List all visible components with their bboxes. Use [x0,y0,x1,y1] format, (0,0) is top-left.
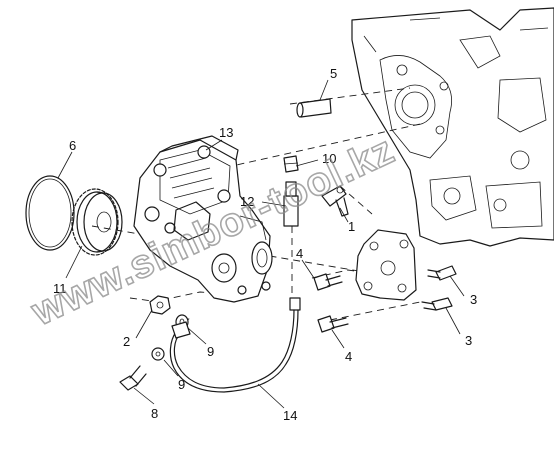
callout-numbers: 1 2 3 3 4 4 5 6 8 9 9 10 11 12 13 14 [53,66,477,423]
bolts [119,265,457,391]
leader-lines [57,79,465,409]
callout-3-lower: 3 [465,333,472,348]
callout-3-upper: 3 [470,292,477,307]
callout-2: 2 [123,334,130,349]
gasket-plate [355,229,417,301]
nut [149,295,171,315]
callout-9-upper: 9 [207,344,214,359]
callout-9-lower: 9 [178,377,185,392]
callout-12: 12 [240,194,254,209]
dowel-pin [296,98,332,118]
callout-10: 10 [322,151,336,166]
callout-1: 1 [348,219,355,234]
callout-4-upper: 4 [296,246,303,261]
fitting [283,155,299,227]
callout-11: 11 [53,281,67,296]
callout-6: 6 [69,138,76,153]
callout-14: 14 [283,408,297,423]
callout-5: 5 [330,66,337,81]
fuel-pump [133,135,273,303]
o-ring [25,175,75,251]
gear [71,188,123,256]
engine-block [351,7,554,247]
callout-8: 8 [151,406,158,421]
sensor [321,185,349,217]
fuel-line [169,297,301,393]
callout-4-lower: 4 [345,349,352,364]
callout-13: 13 [219,125,233,140]
